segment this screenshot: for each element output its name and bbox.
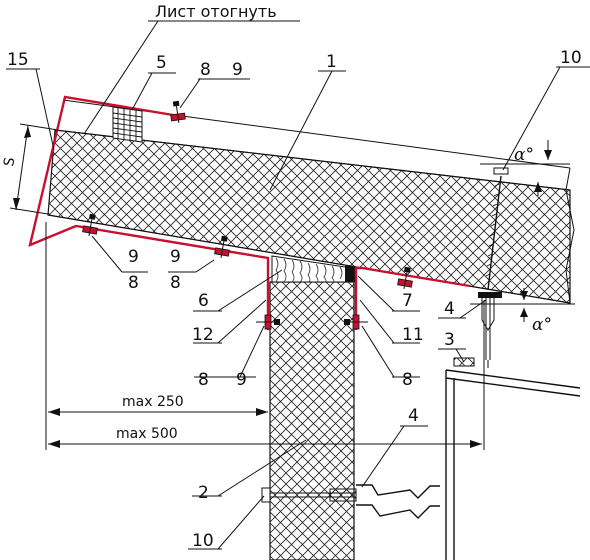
- angle-marks: α° α°: [470, 140, 575, 335]
- thickness-label: S: [1, 156, 18, 168]
- callout-numbers: 15 5 8 9 1 10 9 8 9 8 6 12 8 9 7 11 8 4 …: [7, 48, 582, 551]
- callout-11: 11: [402, 325, 424, 345]
- callout-4-bottom: 4: [408, 406, 419, 426]
- callout-1: 1: [326, 52, 337, 72]
- horizontal-dimensions: max 250 max 500: [45, 222, 485, 450]
- dim-max-250: max 250: [122, 394, 184, 410]
- wall-panel: [269, 255, 355, 560]
- callout-9-mid: 9: [170, 247, 181, 267]
- callout-2: 2: [198, 483, 209, 503]
- callout-leaders: [6, 66, 590, 550]
- callout-6: 6: [198, 291, 209, 311]
- angle-label-bottom: α°: [532, 315, 552, 335]
- callout-12: 12: [192, 325, 214, 345]
- callout-3: 3: [444, 330, 455, 350]
- callout-8-top: 8: [200, 60, 211, 80]
- callout-10-top: 10: [560, 48, 582, 68]
- roof-fastener-screw: [478, 167, 509, 331]
- callout-9-wall: 9: [236, 370, 247, 390]
- steel-support: [445, 296, 581, 560]
- callout-10-bottom: 10: [192, 531, 214, 551]
- fastener-group: [82, 100, 413, 330]
- callout-5: 5: [156, 53, 167, 73]
- bend-note: Лист отогнуть: [83, 2, 300, 135]
- callout-8-right: 8: [402, 370, 413, 390]
- callout-9-top: 9: [232, 60, 243, 80]
- callout-8-left: 8: [128, 273, 139, 293]
- callout-8-mid: 8: [170, 273, 181, 293]
- inner-flashing: [354, 266, 471, 330]
- callout-4-top: 4: [444, 299, 455, 319]
- bend-note-label: Лист отогнуть: [155, 2, 277, 21]
- thickness-dimension: S: [1, 123, 59, 215]
- wall-fastener-bolt: [261, 484, 440, 519]
- dim-max-500: max 500: [116, 426, 178, 442]
- callout-7: 7: [402, 291, 413, 311]
- sealing-tape: [112, 106, 143, 143]
- callout-8-wall: 8: [198, 370, 209, 390]
- callout-9-left: 9: [128, 247, 139, 267]
- eave-flashing: [28, 95, 270, 330]
- callout-15: 15: [7, 50, 29, 70]
- angle-label-top: α°: [514, 145, 534, 165]
